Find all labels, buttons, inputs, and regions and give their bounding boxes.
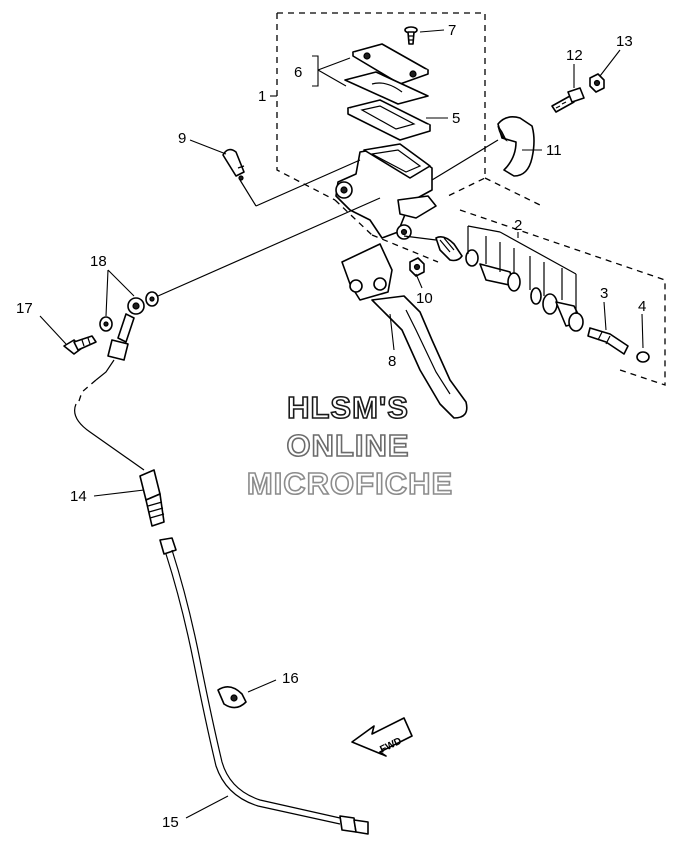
callout-15: 15 (162, 814, 179, 831)
banjo-fitting[interactable] (107, 297, 145, 361)
fwd-direction-indicator: FWD (351, 717, 413, 757)
part-9-bleeder-screw[interactable] (222, 148, 245, 181)
part-11-holder[interactable] (497, 116, 535, 177)
watermark: HLSM'S ONLINE MICROFICHE (246, 389, 453, 502)
part-12-holder-bolt[interactable] (551, 87, 585, 113)
callout-2: 2 (514, 217, 522, 234)
direction-arrow-icon (351, 717, 413, 757)
part-6-diaphragm-plate[interactable] (344, 71, 429, 105)
watermark-line-3: MICROFICHE (247, 466, 453, 501)
callout-3: 3 (600, 285, 608, 302)
part-14-hose-fitting[interactable] (139, 469, 165, 527)
part-8-clutch-lever[interactable] (341, 243, 468, 419)
part-2-piston-kit[interactable] (435, 225, 584, 332)
callout-8: 8 (388, 353, 396, 370)
callout-labels: 1 2 3 4 5 6 7 8 9 10 11 12 13 14 15 16 1… (16, 22, 646, 831)
callout-18: 18 (90, 253, 107, 270)
part-18-copper-washers[interactable] (99, 291, 159, 332)
part-6-reservoir-cap[interactable] (352, 43, 429, 85)
part-10-lever-nut[interactable] (409, 257, 425, 277)
part-3-push-rod[interactable] (587, 327, 629, 355)
callout-16: 16 (282, 670, 299, 687)
callout-7: 7 (448, 22, 456, 39)
callout-9: 9 (178, 130, 186, 147)
part-16-pipe-clamp[interactable] (217, 686, 247, 709)
callout-12: 12 (566, 47, 583, 64)
callout-6: 6 (294, 64, 302, 81)
part-7-screw[interactable] (404, 26, 418, 45)
part-5-diaphragm[interactable] (347, 99, 431, 141)
callout-13: 13 (616, 33, 633, 50)
callout-17: 17 (16, 300, 33, 317)
part-15-clutch-pipe[interactable] (159, 537, 369, 835)
master-cylinder-body[interactable] (335, 143, 437, 240)
callout-4: 4 (638, 298, 646, 315)
leader-lines (39, 29, 644, 819)
part-4-dust-boot[interactable] (636, 351, 650, 363)
callout-5: 5 (452, 110, 460, 127)
callout-1: 1 (258, 88, 266, 105)
part-13-nut[interactable] (589, 73, 605, 93)
watermark-line-1: HLSM'S (287, 390, 409, 425)
part-17-union-bolt[interactable] (63, 335, 97, 355)
clutch-hose-upper (74, 359, 145, 471)
assembly-outline-piston-kit (371, 177, 666, 386)
watermark-line-2: ONLINE (286, 428, 409, 463)
callout-14: 14 (70, 488, 87, 505)
callout-11: 11 (546, 142, 562, 159)
callout-10: 10 (416, 290, 433, 307)
assembly-outline-master-cylinder (276, 12, 486, 236)
